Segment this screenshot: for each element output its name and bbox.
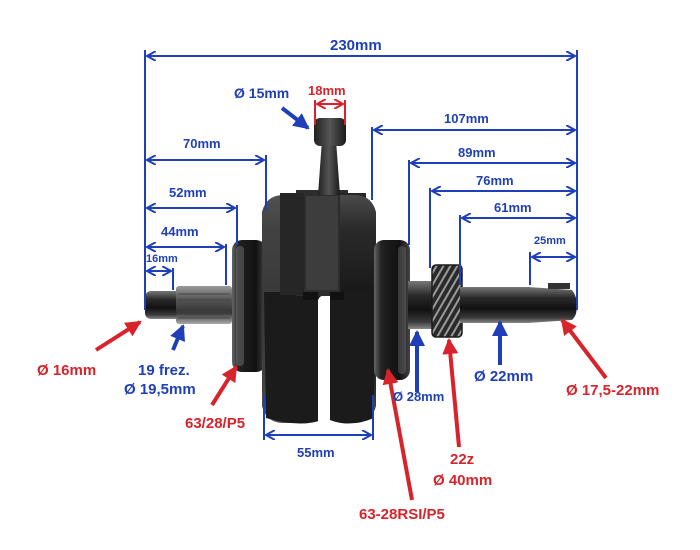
callout-spline-diameter: Ø 19,5mm — [124, 381, 196, 398]
callout-spline-count: 19 frez. — [138, 362, 190, 379]
small-end — [314, 118, 346, 146]
dim-web-55: 55mm — [297, 445, 335, 460]
dim-overall-230: 230mm — [330, 37, 382, 54]
tapered-end — [528, 287, 577, 323]
dim-right-89: 89mm — [458, 145, 496, 160]
callout-left-tip-diameter: Ø 16mm — [37, 362, 97, 379]
big-end-dimension — [314, 100, 346, 125]
dim-left-44: 44mm — [161, 224, 199, 239]
dim-right-76: 76mm — [476, 173, 514, 188]
left-tip — [145, 291, 181, 319]
left-bearing — [232, 240, 266, 372]
spline-section — [176, 286, 232, 324]
gear — [432, 265, 462, 337]
dim-left-70: 70mm — [183, 136, 221, 151]
dim-left-16: 16mm — [146, 253, 178, 265]
callout-gear-diameter: Ø 40mm — [433, 472, 493, 489]
dim-left-52: 52mm — [169, 185, 207, 200]
callout-left-bearing: 63/28/P5 — [185, 415, 246, 432]
main-shaft — [460, 287, 530, 323]
dimension-lines — [144, 50, 578, 440]
callout-right-bearing: 63-28RSI/P5 — [359, 506, 445, 523]
dim-right-107: 107mm — [444, 111, 489, 126]
right-bearing — [374, 240, 410, 380]
dim-big-end-18: 18mm — [308, 83, 346, 98]
callout-small-end-diameter: Ø 15mm — [234, 85, 290, 101]
dim-right-61: 61mm — [494, 200, 532, 215]
crankshaft — [145, 118, 577, 430]
callout-arrows — [94, 106, 608, 501]
dim-right-25: 25mm — [534, 235, 566, 247]
callout-shaft-diameter: Ø 22mm — [474, 368, 534, 385]
callout-taper-diameter: Ø 17,5-22mm — [566, 382, 660, 399]
web-gap — [318, 296, 330, 430]
callout-journal-diameter: Ø 28mm — [393, 389, 445, 404]
callout-gear-teeth: 22z — [450, 451, 475, 468]
connecting-rod — [318, 140, 340, 195]
